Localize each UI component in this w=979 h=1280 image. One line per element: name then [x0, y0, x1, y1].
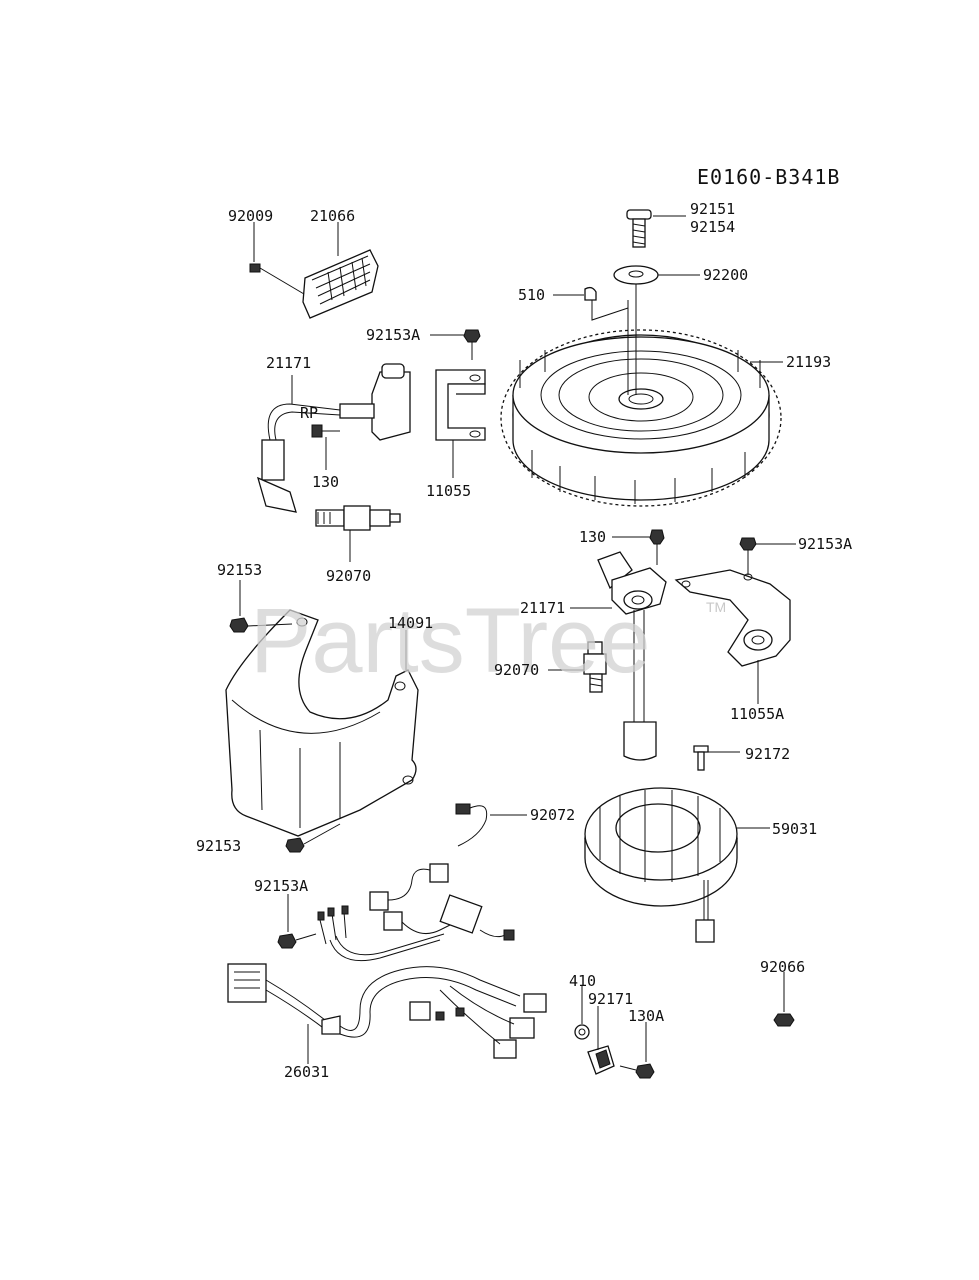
part-label-92070-right[interactable]: 92070 — [494, 661, 539, 679]
spark-plug-92070-right[interactable] — [583, 641, 607, 693]
key-510[interactable] — [584, 286, 597, 301]
spark-plug-92070-left[interactable] — [315, 505, 401, 531]
grommet-92072[interactable] — [455, 803, 488, 847]
part-label-92153A-top[interactable]: 92153A — [366, 326, 420, 344]
part-label-92172[interactable]: 92172 — [745, 745, 790, 763]
part-label-92153-top[interactable]: 92153 — [217, 561, 262, 579]
bolt-92153A-right[interactable] — [739, 537, 757, 575]
part-label-21171-right[interactable]: 21171 — [520, 599, 565, 617]
bolt-92153A-top[interactable] — [463, 329, 481, 360]
part-label-92151[interactable]: 92151 — [690, 200, 735, 218]
part-label-11055A[interactable]: 11055A — [730, 705, 784, 723]
part-label-21066[interactable]: 21066 — [310, 207, 355, 225]
part-label-92153-bottom[interactable]: 92153 — [196, 837, 241, 855]
part-label-59031[interactable]: 59031 — [772, 820, 817, 838]
part-label-92072[interactable]: 92072 — [530, 806, 575, 824]
part-label-92154[interactable]: 92154 — [690, 218, 735, 236]
part-label-92153A-bottom[interactable]: 92153A — [254, 877, 308, 895]
bolt-92153A-bottom[interactable] — [277, 933, 317, 949]
part-label-21193[interactable]: 21193 — [786, 353, 831, 371]
part-label-130-right[interactable]: 130 — [579, 528, 606, 546]
part-label-92153A-right[interactable]: 92153A — [798, 535, 852, 553]
screw-130-left[interactable] — [311, 424, 340, 438]
shroud-14091[interactable] — [225, 609, 419, 837]
part-label-92171[interactable]: 92171 — [588, 990, 633, 1008]
screw-92009[interactable] — [249, 263, 305, 295]
diagram-code: E0160-B341B — [697, 165, 840, 189]
bracket-11055[interactable] — [435, 369, 486, 441]
screw-130-right[interactable] — [649, 529, 665, 565]
part-label-510[interactable]: 510 — [518, 286, 545, 304]
stator-59031[interactable] — [584, 787, 738, 943]
ignition-coil-21171-left[interactable]: RP — [256, 363, 411, 513]
part-label-92009[interactable]: 92009 — [228, 207, 273, 225]
bolt-92153-bottom[interactable] — [285, 823, 341, 853]
regulator-21066[interactable] — [302, 249, 379, 319]
nut-92066[interactable] — [773, 1013, 795, 1027]
bolt-130A[interactable] — [619, 1063, 655, 1079]
part-label-130-left[interactable]: 130 — [312, 473, 339, 491]
svg-text:RP: RP — [300, 404, 318, 422]
watermark-trademark: TM — [706, 599, 726, 615]
part-label-410[interactable]: 410 — [569, 972, 596, 990]
screw-92172[interactable] — [693, 745, 709, 771]
wiring-harness-26031[interactable] — [227, 863, 547, 1059]
washer-92200[interactable] — [613, 265, 659, 285]
flywheel-21193[interactable] — [500, 329, 782, 507]
part-label-26031[interactable]: 26031 — [284, 1063, 329, 1081]
ignition-coil-21171-right[interactable] — [597, 551, 667, 761]
part-label-130A[interactable]: 130A — [628, 1007, 664, 1025]
part-label-92200[interactable]: 92200 — [703, 266, 748, 284]
bolt-92153-top[interactable] — [229, 617, 293, 633]
bolt-92151[interactable] — [626, 209, 652, 248]
watermark: PartsTree — [250, 590, 650, 692]
bracket-11055A[interactable] — [674, 569, 791, 667]
part-label-92070-left[interactable]: 92070 — [326, 567, 371, 585]
clamp-92171[interactable] — [587, 1045, 615, 1075]
part-label-14091[interactable]: 14091 — [388, 614, 433, 632]
part-label-21171-left[interactable]: 21171 — [266, 354, 311, 372]
washer-410[interactable] — [574, 1024, 590, 1040]
part-label-92066[interactable]: 92066 — [760, 958, 805, 976]
part-label-11055[interactable]: 11055 — [426, 482, 471, 500]
